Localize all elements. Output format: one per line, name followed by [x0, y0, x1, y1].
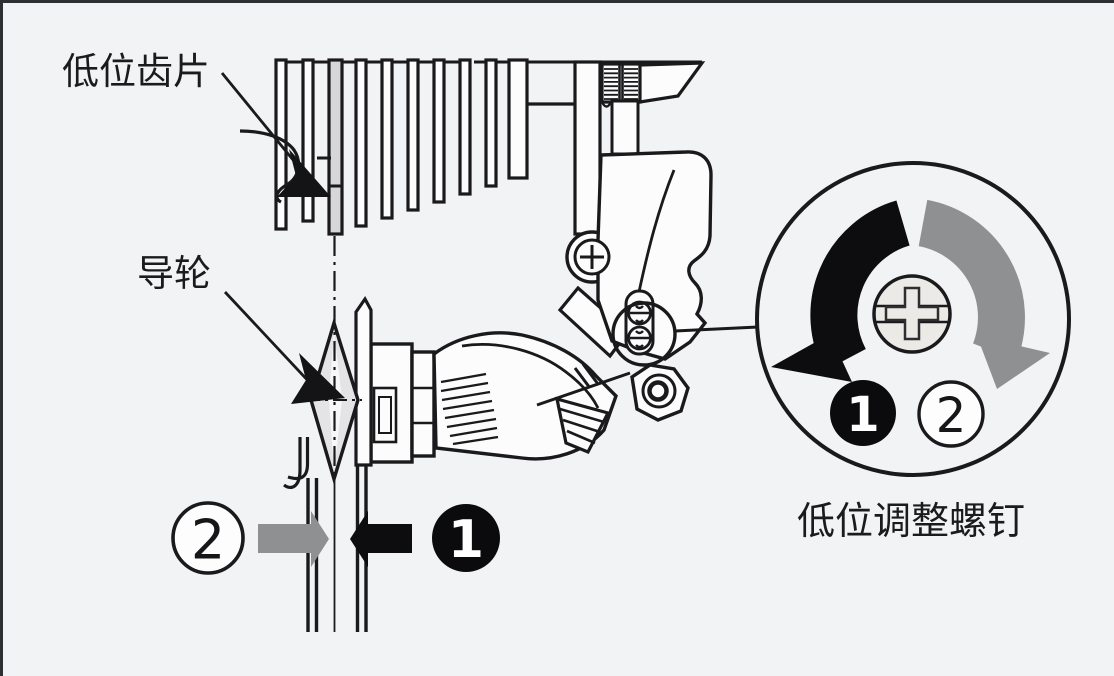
pivot-screw-icon [573, 238, 611, 276]
sprocket-tooth [406, 58, 420, 212]
detail-circle: 1 2 [755, 161, 1071, 477]
low-adjust-screw-label: 低位调整螺钉 [797, 499, 1025, 543]
push-right-arrow-icon [258, 511, 329, 567]
left-edge-border [0, 0, 3, 676]
low-sprocket-label: 低位齿片 [62, 50, 210, 93]
adjust-screws [624, 289, 655, 356]
pulley-axle-step [410, 350, 436, 458]
derailleur-bracket [573, 60, 706, 236]
low-sprocket-arrowhead-icon [277, 149, 331, 197]
phillips-screw-icon [872, 274, 952, 354]
step-1-number: 1 [448, 510, 484, 570]
push-left-arrow-icon [350, 511, 412, 567]
sprocket-tooth [484, 58, 498, 188]
step-1-badge: 1 [432, 504, 500, 572]
detail-step-1-number: 1 [846, 387, 879, 443]
adjust-screw-callout-circle [611, 301, 677, 367]
cage-plate-inner [354, 295, 373, 467]
sprocket-tooth [301, 58, 315, 223]
cable-anchor-bolt [630, 363, 690, 422]
bracket-plate [638, 61, 706, 104]
step-2-number: 2 [191, 509, 225, 572]
detail-step-2-number: 2 [936, 388, 967, 444]
callout-leader-line [674, 325, 759, 333]
step-2-badge: 2 [171, 501, 245, 575]
rotate-ccw-arrow-icon [810, 200, 911, 371]
sprocket-tooth [432, 58, 446, 204]
rotate-cw-arrowhead [977, 336, 1050, 389]
rotate-ccw-arrowhead [771, 334, 852, 382]
barrel-adjuster [440, 372, 499, 446]
sprocket-tooth [507, 58, 529, 180]
sprocket-tooth [458, 58, 472, 196]
guide-pulley-arrowhead-icon [291, 353, 345, 404]
bracket-neck [610, 99, 640, 156]
sprocket-tooth [354, 58, 368, 228]
guide-pulley-label: 导轮 [137, 252, 211, 295]
rotate-cw-arrow-icon [917, 199, 1025, 361]
detail-step-1-badge: 1 [830, 380, 896, 446]
low-sprocket-tooth-highlight [327, 58, 344, 236]
cage-tail-cone [554, 396, 611, 455]
low-sprocket-leader-line [220, 72, 300, 167]
detail-step-2-badge: 2 [917, 380, 985, 448]
top-edge-border [0, 0, 1114, 3]
hanger-link [573, 60, 602, 236]
sprocket-tooth [380, 58, 394, 220]
cage-plate-outer [283, 437, 310, 490]
guide-pulley-leader-line [223, 291, 314, 386]
